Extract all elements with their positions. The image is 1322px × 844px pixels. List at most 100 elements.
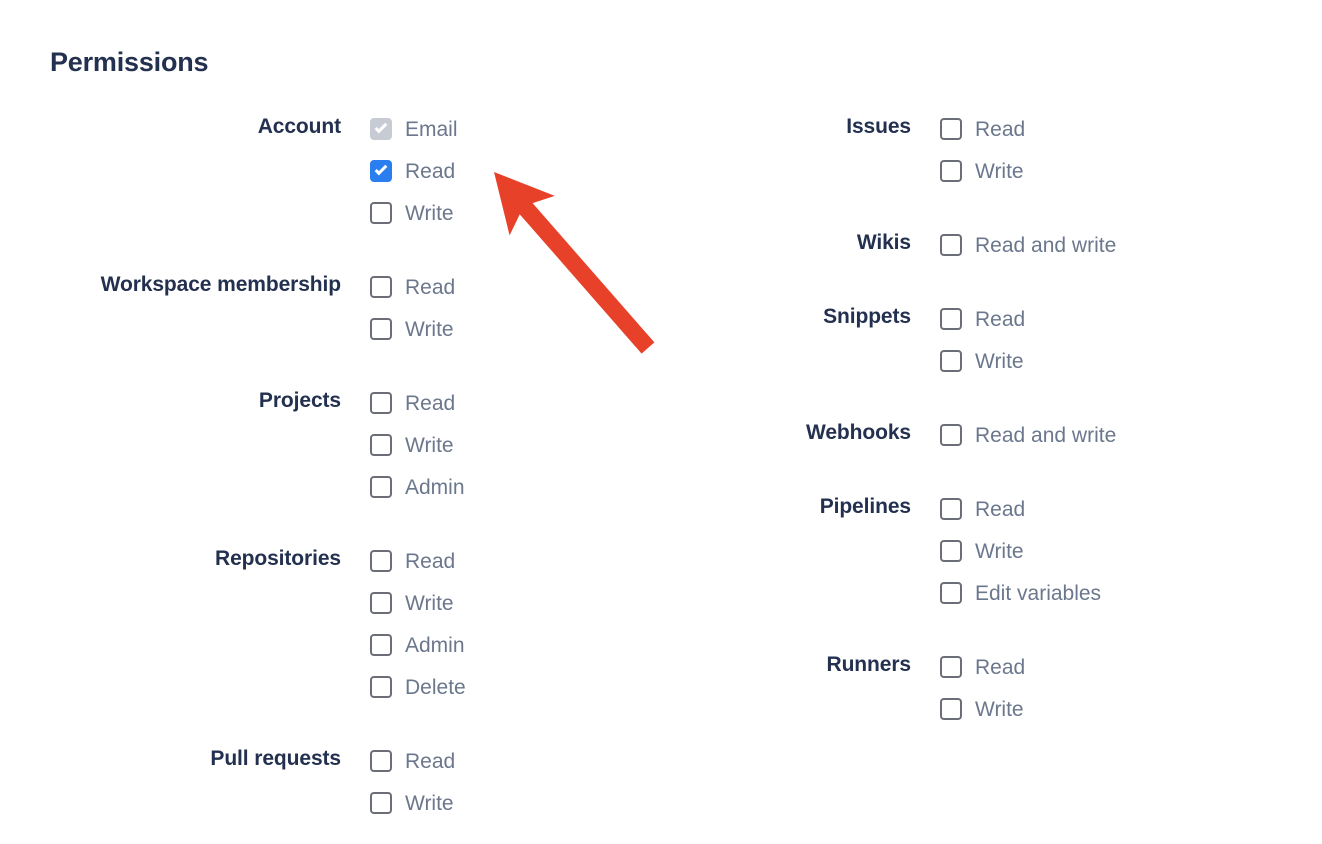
permission-option-label[interactable]: Read (405, 749, 456, 773)
permission-option-label[interactable]: Write (975, 349, 1024, 373)
checkbox-read[interactable] (370, 160, 392, 182)
permission-option-row[interactable]: Write (940, 150, 1320, 192)
permission-option-label[interactable]: Write (405, 317, 454, 341)
checkbox-admin[interactable] (370, 476, 392, 498)
permission-option-label[interactable]: Admin (405, 633, 465, 657)
permission-option-label[interactable]: Read and write (975, 233, 1117, 257)
permission-option-row[interactable]: Write (370, 782, 660, 824)
permission-option-row[interactable]: Read (940, 488, 1320, 530)
checkbox-read[interactable] (940, 118, 962, 140)
permission-group-label: Repositories (215, 547, 341, 570)
checkbox-write[interactable] (370, 792, 392, 814)
permission-option-label[interactable]: Read (975, 497, 1026, 521)
permission-option-label[interactable]: Read (405, 391, 456, 415)
permission-option-label[interactable]: Write (975, 697, 1024, 721)
checkbox-write[interactable] (370, 318, 392, 340)
permission-option-row[interactable]: Read (940, 646, 1320, 688)
checkbox-write[interactable] (370, 592, 392, 614)
checkbox-read[interactable] (370, 392, 392, 414)
permission-group-label: Runners (826, 653, 912, 676)
permission-option-label[interactable]: Read (405, 275, 456, 299)
checkbox-read[interactable] (370, 276, 392, 298)
checkbox-read[interactable] (370, 750, 392, 772)
permission-option-row[interactable]: Read (370, 540, 660, 582)
permission-group-label: Projects (258, 389, 341, 412)
page-title: Permissions (50, 47, 209, 77)
checkbox-read[interactable] (940, 498, 962, 520)
checkbox-admin[interactable] (370, 634, 392, 656)
permission-option-row[interactable]: Read (370, 150, 660, 192)
permission-option-row[interactable]: Delete (370, 666, 660, 708)
permission-option-label[interactable]: Write (975, 159, 1024, 183)
permission-option-label[interactable]: Read (405, 159, 456, 183)
permission-option-label[interactable]: Read (975, 307, 1026, 331)
permission-option-row[interactable]: Email (370, 108, 660, 150)
permission-option-row[interactable]: Write (370, 582, 660, 624)
checkbox-write[interactable] (370, 434, 392, 456)
permission-option-row[interactable]: Read (940, 108, 1320, 150)
permission-option-row[interactable]: Admin (370, 466, 660, 508)
permission-group-label: Snippets (823, 305, 911, 328)
permission-option-label[interactable]: Read and write (975, 423, 1117, 447)
permission-option-list: Read and write (911, 224, 1320, 266)
checkbox-read-and-write[interactable] (940, 424, 962, 446)
permission-group-label: Issues (846, 115, 911, 138)
checkbox-write[interactable] (940, 698, 962, 720)
permission-option-label[interactable]: Write (405, 791, 454, 815)
checkbox-read[interactable] (370, 550, 392, 572)
permission-group-label: Workspace membership (100, 273, 341, 296)
permission-option-row[interactable]: Write (940, 340, 1320, 382)
permission-option-row[interactable]: Read (370, 740, 660, 782)
permission-option-label[interactable]: Email (405, 117, 458, 141)
permission-option-label[interactable]: Read (975, 117, 1026, 141)
check-icon (374, 120, 388, 134)
permission-option-row[interactable]: Read and write (940, 414, 1320, 456)
permission-option-label[interactable]: Write (405, 591, 454, 615)
checkbox-edit-variables[interactable] (940, 582, 962, 604)
permission-option-row[interactable]: Write (370, 192, 660, 234)
permission-option-label[interactable]: Read (975, 655, 1026, 679)
permission-option-row[interactable]: Write (370, 308, 660, 350)
checkbox-write[interactable] (370, 202, 392, 224)
permission-option-row[interactable]: Admin (370, 624, 660, 666)
checkbox-write[interactable] (940, 160, 962, 182)
permission-option-row[interactable]: Read (370, 266, 660, 308)
permission-option-label[interactable]: Admin (405, 475, 465, 499)
permission-option-label[interactable]: Write (405, 201, 454, 225)
permission-option-row[interactable]: Edit variables (940, 572, 1320, 614)
check-icon (374, 162, 388, 176)
permission-option-row[interactable]: Read (370, 382, 660, 424)
permission-option-label[interactable]: Write (405, 433, 454, 457)
checkbox-read[interactable] (940, 308, 962, 330)
permission-option-label[interactable]: Read (405, 549, 456, 573)
permission-option-row[interactable]: Read and write (940, 224, 1320, 266)
checkbox-delete[interactable] (370, 676, 392, 698)
checkbox-write[interactable] (940, 350, 962, 372)
permission-option-label[interactable]: Write (975, 539, 1024, 563)
permission-option-row[interactable]: Read (940, 298, 1320, 340)
permission-option-row[interactable]: Write (370, 424, 660, 466)
permission-option-label[interactable]: Delete (405, 675, 466, 699)
checkbox-read[interactable] (940, 656, 962, 678)
permission-option-label[interactable]: Edit variables (975, 581, 1102, 605)
permission-option-row[interactable]: Write (940, 688, 1320, 730)
checkbox-write[interactable] (940, 540, 962, 562)
permission-option-row[interactable]: Write (940, 530, 1320, 572)
checkbox-read-and-write[interactable] (940, 234, 962, 256)
